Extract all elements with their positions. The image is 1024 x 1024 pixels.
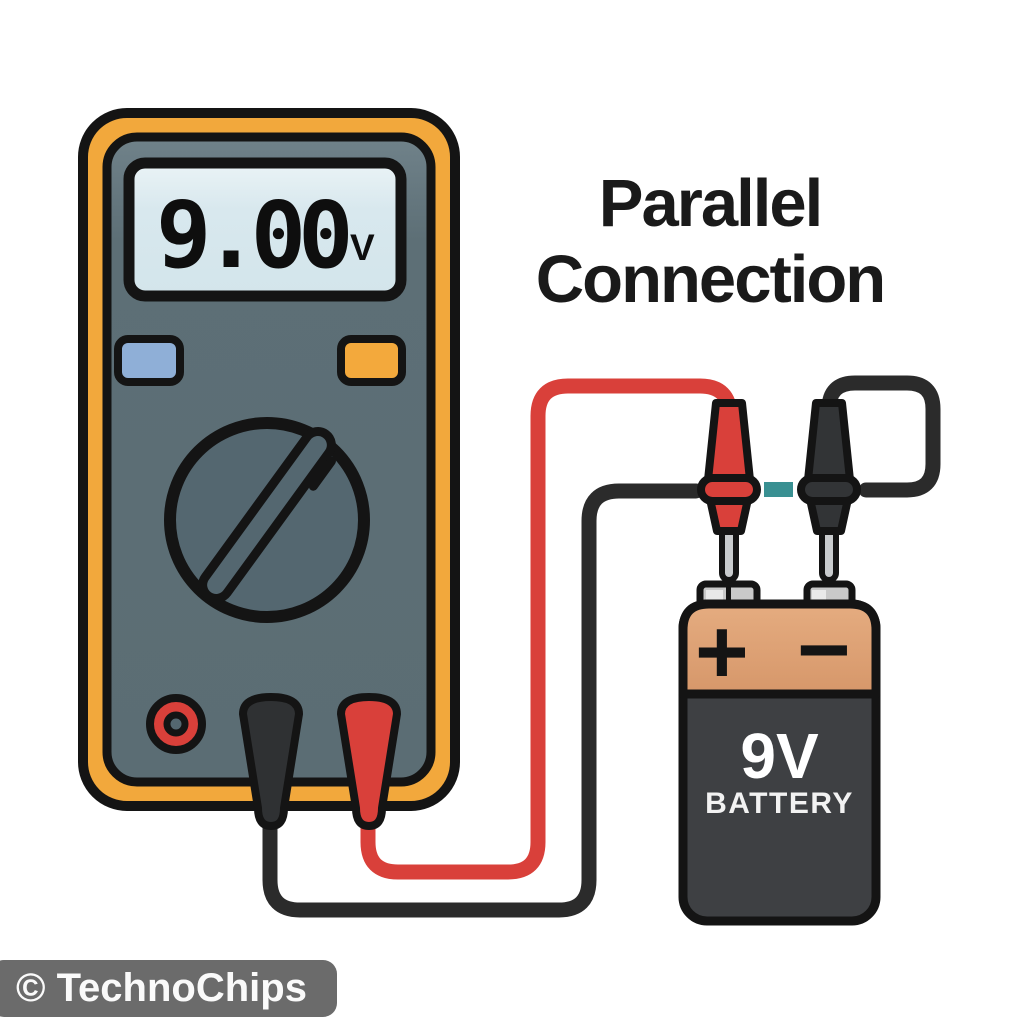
port-ring-hole [163, 711, 189, 737]
port-ring-red [146, 694, 206, 754]
black-loop-lead-wire [821, 375, 941, 498]
battery-type-label: BATTERY [705, 787, 854, 820]
battery-positive-symbol: + [695, 601, 749, 703]
rotary-dial [164, 417, 370, 623]
mode-button-orange [337, 335, 406, 386]
lcd-reading-value: 9.00 [156, 182, 354, 289]
red-lead-plug [337, 693, 401, 830]
lcd-display [123, 157, 407, 302]
battery-voltage-label: 9V [740, 720, 819, 792]
red-test-lead-wire [360, 378, 738, 880]
mode-button-blue [114, 335, 184, 386]
black-probe-collar [797, 474, 861, 505]
page-title: Parallel Connection [436, 166, 984, 317]
red-probe-clip [697, 399, 761, 583]
black-probe-clip [797, 399, 861, 583]
battery [678, 580, 881, 926]
black-probe-body-upper [804, 399, 854, 484]
battery-negative-symbol: − [797, 599, 851, 701]
multimeter [78, 108, 460, 811]
page-title-line2: Connection [535, 241, 886, 317]
connection-dash-teal [764, 482, 793, 497]
dial-pointer [198, 427, 336, 603]
red-probe-collar [697, 474, 761, 505]
watermark-badge: © TechnoChips [0, 960, 337, 1017]
black-test-lead-wire [262, 483, 704, 918]
red-probe-body-upper [704, 399, 754, 484]
lcd-reading-unit: V [350, 227, 375, 268]
black-lead-plug [239, 693, 303, 830]
battery-top-band [678, 599, 881, 699]
dial-pointer-mark [308, 456, 336, 491]
page-title-line1: Parallel [598, 166, 823, 241]
